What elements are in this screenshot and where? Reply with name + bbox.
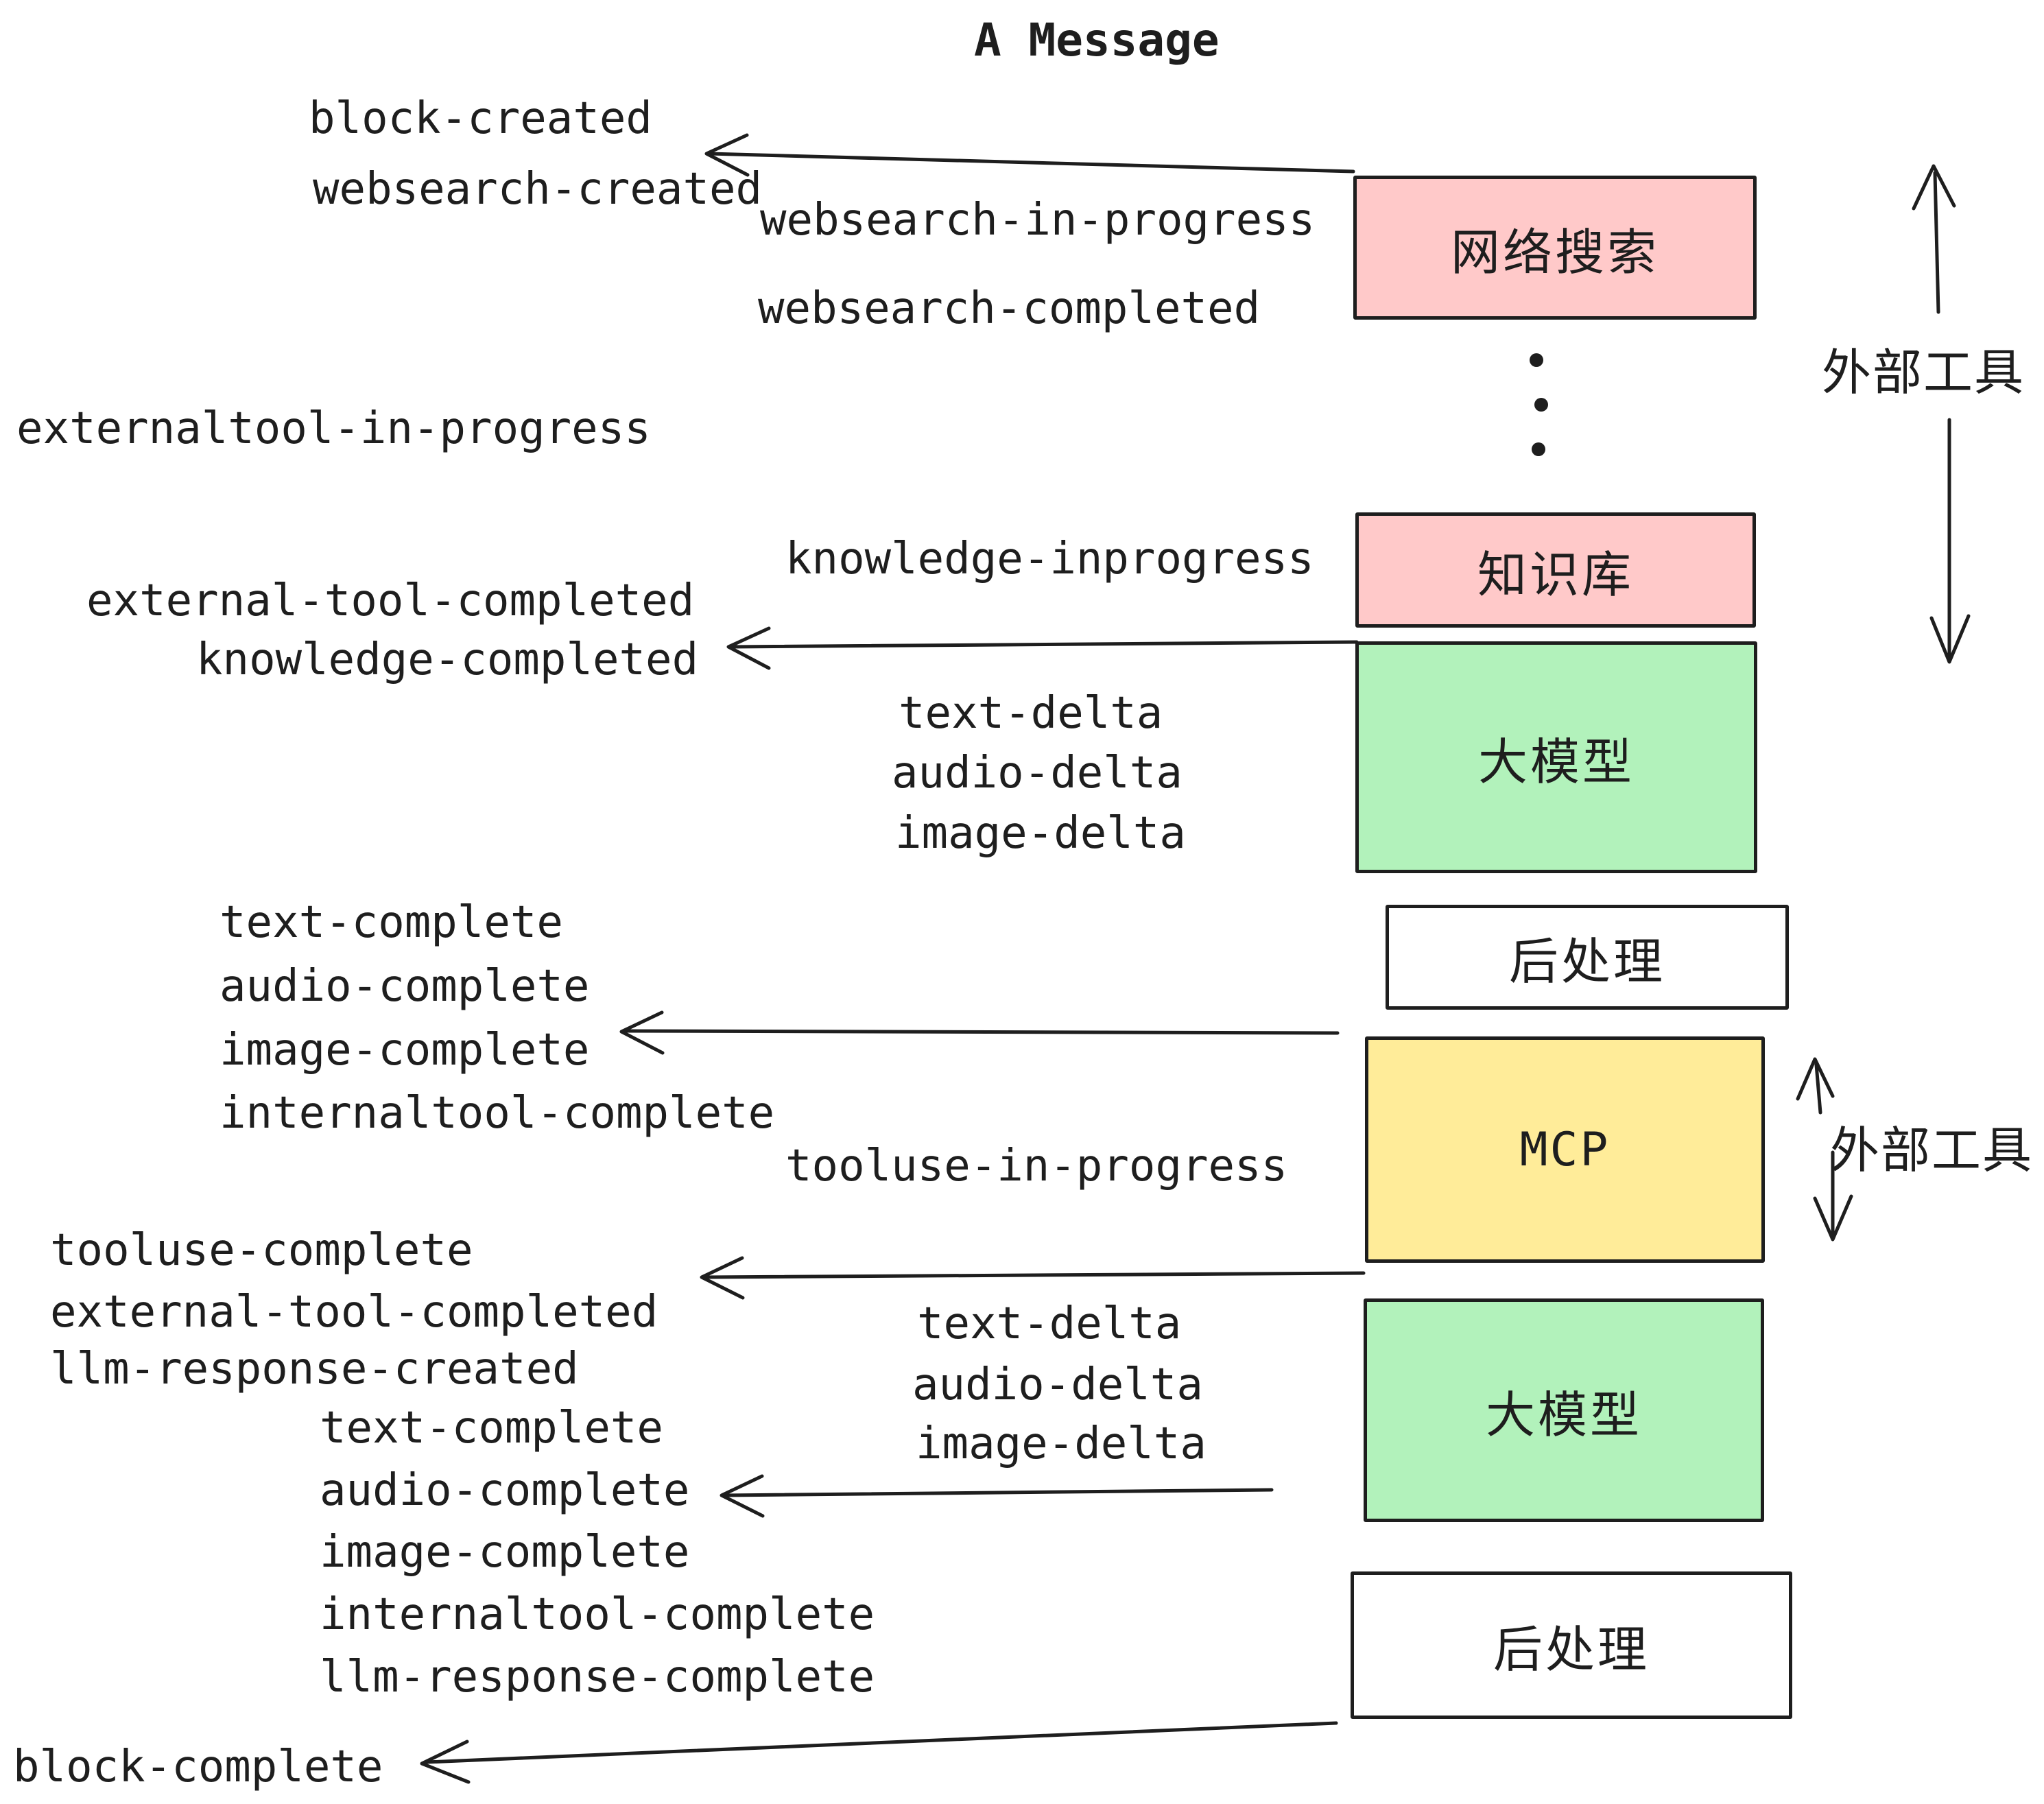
event-label-external-tool-completed: external-tool-completed	[86, 575, 695, 626]
event-label-block-complete: block-complete	[13, 1742, 383, 1792]
event-label-websearch-created: websearch-created	[313, 164, 763, 215]
event-label-audio-complete-2: audio-complete	[320, 1465, 690, 1516]
event-label-internaltool-complete-2: internaltool-complete	[320, 1589, 875, 1640]
arrow-line-to-image-complete	[622, 1029, 1340, 1035]
box-websearch: 网络搜索	[1353, 176, 1757, 320]
ellipsis-dot-2	[1534, 398, 1548, 412]
side-label-external-tools-2: 外部工具	[1830, 1121, 2034, 1179]
external-tools-arrow-down-head-1	[1929, 614, 1971, 664]
event-label-internaltool-complete-1: internaltool-complete	[219, 1088, 775, 1139]
event-label-externaltool-in-progress: externaltool-in-progress	[16, 403, 651, 454]
event-label-websearch-in-progress: websearch-in-progress	[760, 195, 1316, 246]
event-label-text-delta-2: text-delta	[917, 1298, 1182, 1349]
external-tools-arrow-down-head-2	[1813, 1194, 1853, 1242]
side-label-external-tools-1: 外部工具	[1822, 344, 2025, 401]
arrow-line-to-knowledge-completed	[729, 640, 1359, 649]
event-label-tooluse-complete: tooluse-complete	[50, 1225, 473, 1276]
event-label-audio-delta-2: audio-delta	[912, 1360, 1203, 1410]
event-label-image-complete-2: image-complete	[320, 1527, 690, 1578]
box-mcp: MCP	[1365, 1036, 1765, 1263]
box-llm-2: 大模型	[1364, 1298, 1764, 1522]
ellipsis-dot-1	[1530, 353, 1543, 367]
event-label-tooluse-in-progress: tooluse-in-progress	[785, 1141, 1288, 1191]
event-label-text-delta-1: text-delta	[899, 688, 1163, 739]
event-label-llm-response-complete: llm-response-complete	[320, 1652, 875, 1702]
event-label-llm-response-created: llm-response-created	[50, 1344, 579, 1394]
box-knowledge: 知识库	[1355, 512, 1756, 628]
arrow-line-to-block-created	[707, 152, 1355, 174]
box-llm-1: 大模型	[1355, 641, 1757, 873]
arrow-head-to-tooluse-complete	[700, 1256, 745, 1300]
arrow-head-to-audio-complete	[720, 1474, 765, 1518]
external-tools-arrow-up-2	[1814, 1063, 1822, 1115]
external-tools-arrow-up-head-1	[1912, 164, 1956, 211]
event-label-text-complete-2: text-complete	[320, 1403, 663, 1453]
arrow-line-to-block-complete	[425, 1721, 1338, 1764]
event-label-knowledge-completed: knowledge-completed	[196, 634, 699, 685]
event-label-audio-complete-1: audio-complete	[219, 961, 590, 1012]
event-label-websearch-completed: websearch-completed	[758, 283, 1261, 334]
external-tools-arrow-up-head-2	[1796, 1057, 1835, 1101]
arrow-head-to-knowledge-completed	[726, 626, 771, 670]
event-label-image-complete-1: image-complete	[219, 1025, 590, 1076]
event-label-image-delta-2: image-delta	[916, 1419, 1207, 1469]
event-label-audio-delta-1: audio-delta	[892, 748, 1183, 798]
box-postprocess-1: 后处理	[1386, 905, 1789, 1010]
event-label-block-created: block-created	[309, 93, 652, 144]
event-label-knowledge-inprogress: knowledge-inprogress	[785, 534, 1314, 584]
arrow-head-to-block-complete	[420, 1740, 471, 1784]
arrow-head-to-image-complete	[619, 1010, 665, 1055]
ellipsis-dot-3	[1532, 442, 1545, 456]
page-title: A Message	[974, 14, 1220, 67]
arrow-line-to-audio-complete	[722, 1488, 1274, 1497]
box-postprocess-2: 后处理	[1351, 1571, 1792, 1719]
event-label-image-delta-1: image-delta	[895, 808, 1186, 859]
event-label-external-tool-completed-2: external-tool-completed	[50, 1287, 658, 1338]
event-label-text-complete-1: text-complete	[219, 897, 563, 948]
arrow-line-to-tooluse-complete	[702, 1271, 1366, 1279]
external-tools-arrow-up-1	[1933, 171, 1940, 314]
